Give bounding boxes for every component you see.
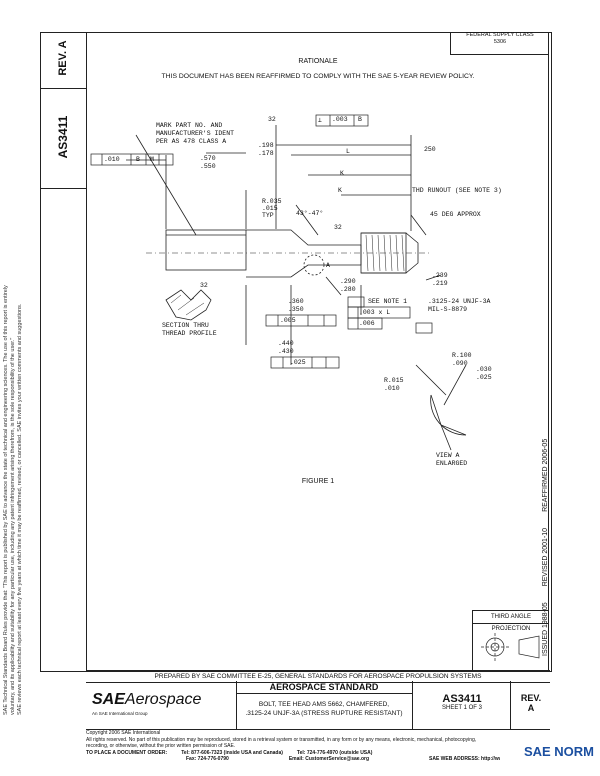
tol-ref-b: B [136,156,140,163]
dim-K: K [338,187,342,194]
mark-part-note: MARK PART NO. AND MANUFACTURER'S IDENT P… [156,122,235,145]
thread-spec: .3125-24 UNJF-3A MIL-S-8879 [428,298,491,313]
logo-sae: SAE [92,691,125,708]
dim-239-219: .239 .219 [432,272,448,287]
dim-r100: R.100 .090 [452,352,472,367]
email: Email: CustomerService@sae.org [288,756,369,762]
order-label: TO PLACE A DOCUMENT ORDER: [86,749,168,756]
section-label: SECTION THRU THREAD PROFILE [162,322,217,337]
left-column [40,32,87,670]
rationale-heading: RATIONALE [298,58,338,65]
web-address: SAE WEB ADDRESS: http://www.sae.org [429,756,526,762]
tol-025: .025 [290,359,306,366]
deg-45-approx: 45 DEG APPROX [430,211,481,218]
dim-J: K [340,170,344,177]
technical-drawing [90,114,467,451]
perp-symbol: ⊥ [318,117,322,124]
dim-A-label: A [326,262,330,269]
sheet-number: SHEET 1 OF 3 [442,705,482,711]
see-note-1: SEE NOTE 1 [368,298,408,305]
dim-L: L [346,148,350,155]
rev-value: A [57,40,69,49]
document-title: BOLT, TEE HEAD AMS 5662, CHAMFERED, .312… [245,701,403,717]
logo-tagline: An SAE International Group [92,711,148,716]
federal-supply-class: FEDERAL SUPPLY CLASS 5306 [450,32,549,55]
rev-block: REV. A [510,681,551,729]
notice-line-2: voluntary, and its applicability and sui… [10,337,17,715]
tol-005: .005 [280,317,296,324]
dim-250: 250 [424,146,436,153]
sae-norm-stamp: SAE NORM [500,740,598,764]
rev-label: REV. [57,50,69,76]
dim-570-550: .570 .550 [200,155,216,170]
third-angle-symbol [481,633,540,661]
footer: Copyright 2006 SAE International All rig… [86,730,550,763]
rationale-text: THIS DOCUMENT HAS BEEN REAFFIRMED TO COM… [161,73,475,80]
tol-mod-m: M [150,156,154,163]
dim-r015: R.015 .010 [384,377,404,392]
rev-block-label: REV. [520,693,542,703]
dim-440-430: .440 .430 [278,340,294,355]
thd-runout: THD RUNOUT (SEE NOTE 3) [412,187,502,194]
drawing-frame [40,32,552,672]
tel-intl: Tel: 724-776-4970 (outside USA) [296,749,373,756]
dim-32-sec: 32 [200,282,208,289]
fax: Fax: 724-776-0790 [186,756,229,762]
logo-aerospace: Aerospace [124,691,202,708]
dim-030-025: .030 .025 [476,366,492,381]
left-margin-notice: SAE Technical Standards Board Rules prov… [3,155,33,715]
docid-box: AS3411 [40,88,86,189]
dim-290-280: .290 .280 [340,278,356,293]
standard-type: AEROSPACE STANDARD [236,681,412,694]
doc-number-box: AS3411 SHEET 1 OF 3 [412,681,511,729]
dim-r035: R.035 .015 TYP [262,198,282,219]
dim-360-350: .360 .350 [288,298,304,313]
dim-198-178: .198 .178 [258,142,274,157]
tel-us: Tel: 877-606-7323 (inside USA and Canada… [181,749,283,756]
third-angle-label: THIRD ANGLE PROJECTION [473,611,549,632]
tol-003: .003 [332,116,348,123]
angle-43-47: 43°-47° [296,210,324,217]
tol-003-L: .003 x L [359,309,391,316]
notice-line-1: SAE Technical Standards Board Rules prov… [3,285,9,715]
sae-logo: SAEAerospace An SAE International Group [86,681,237,729]
tol-b-ref: B [358,116,362,123]
figure-label: FIGURE 1 [301,478,335,485]
tee-head [165,229,247,271]
notice-line-3: SAE reviews each technical report at lea… [17,303,24,715]
title-block-bottom [86,729,550,730]
doc-number: AS3411 [442,693,482,705]
right-margin-line [548,32,551,670]
prepared-by: PREPARED BY SAE COMMITTEE E-25, GENERAL … [86,670,550,683]
dim-32-top: 32 [268,116,276,123]
rights: All rights reserved. No part of this pub… [86,736,477,743]
rev-box: REV. A [40,32,86,89]
third-angle-box: THIRD ANGLE PROJECTION [472,610,549,671]
rev-block-value: A [527,703,535,713]
dim-32-mid: 32 [334,224,342,231]
rights-2: recording, or otherwise, without the pri… [86,743,236,749]
view-a-label: VIEW A ENLARGED [436,452,468,467]
tol-006: .006 [359,320,375,327]
tol-010: .010 [104,156,120,163]
doc-id-vertical: AS3411 [56,115,70,159]
copyright: Copyright 2006 SAE International [86,730,161,736]
